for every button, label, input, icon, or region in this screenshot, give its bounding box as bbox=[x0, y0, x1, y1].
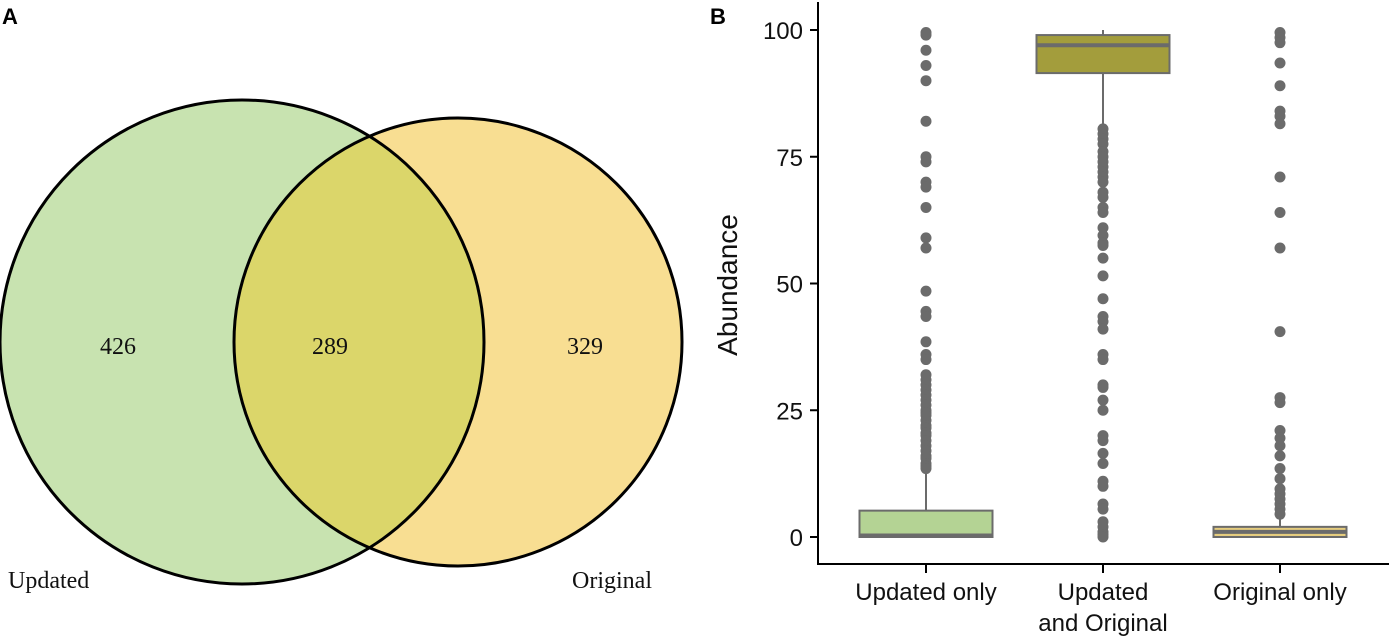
venn-count-updated-only: 426 bbox=[100, 334, 136, 360]
box-iqr bbox=[1035, 34, 1171, 75]
outlier-point bbox=[1274, 207, 1286, 219]
outlier-point bbox=[920, 201, 932, 213]
outlier-point bbox=[1274, 463, 1286, 475]
y-tick-label: 50 bbox=[776, 272, 803, 299]
outlier-point bbox=[1097, 435, 1109, 447]
outlier-point bbox=[920, 336, 932, 348]
venn-set-label-updated: Updated bbox=[8, 568, 89, 594]
outlier-point bbox=[1274, 37, 1286, 49]
outlier-point bbox=[1274, 242, 1286, 254]
panel-a-label: A bbox=[2, 4, 18, 29]
outlier-point bbox=[1097, 404, 1109, 416]
outlier-point bbox=[1097, 531, 1109, 543]
outlier-point bbox=[1097, 270, 1109, 282]
outlier-point bbox=[920, 463, 932, 475]
outlier-point bbox=[920, 232, 932, 244]
y-tick-label: 0 bbox=[790, 525, 803, 552]
box-updated-and-original bbox=[1035, 30, 1171, 543]
outlier-point bbox=[1274, 57, 1286, 69]
outlier-point bbox=[1097, 316, 1109, 328]
outlier-point bbox=[1097, 457, 1109, 469]
outlier-point bbox=[1274, 432, 1286, 444]
outlier-point bbox=[920, 310, 932, 322]
venn-overlap-region bbox=[234, 118, 484, 566]
outlier-point bbox=[1274, 508, 1286, 520]
venn-count-intersection: 289 bbox=[312, 334, 348, 360]
outlier-point bbox=[1097, 381, 1109, 393]
outlier-point bbox=[1274, 80, 1286, 92]
outlier-point bbox=[1274, 440, 1286, 452]
venn-count-original-only: 329 bbox=[567, 334, 603, 360]
outlier-point bbox=[1097, 222, 1109, 234]
outlier-point bbox=[1274, 473, 1286, 485]
outlier-point bbox=[1097, 503, 1109, 515]
box-series bbox=[858, 27, 1348, 543]
outlier-point bbox=[1097, 394, 1109, 406]
y-axis-title: Abundance bbox=[712, 214, 743, 356]
y-tick-label: 25 bbox=[776, 398, 803, 425]
outlier-point bbox=[920, 75, 932, 87]
box-updated-only bbox=[858, 27, 994, 538]
outlier-point bbox=[1274, 171, 1286, 183]
outlier-point bbox=[920, 354, 932, 366]
box-iqr bbox=[858, 509, 994, 538]
x-tick-label: Original only bbox=[1213, 579, 1346, 606]
outlier-point bbox=[1097, 447, 1109, 459]
venn-diagram: 426 289 329 Updated Original bbox=[0, 98, 684, 594]
outlier-point bbox=[1274, 110, 1286, 122]
y-axis-ticks: 0 25 50 75 100 bbox=[763, 18, 818, 552]
outlier-point bbox=[1274, 118, 1286, 130]
outlier-point bbox=[1097, 191, 1109, 203]
outlier-point bbox=[920, 242, 932, 254]
outlier-point bbox=[1097, 239, 1109, 251]
y-tick-label: 75 bbox=[776, 145, 803, 172]
panel-b-label: B bbox=[710, 4, 726, 29]
outlier-point bbox=[1274, 397, 1286, 409]
x-tick-label: Updated only bbox=[855, 579, 996, 606]
outlier-point bbox=[920, 115, 932, 127]
outlier-point bbox=[920, 59, 932, 71]
outlier-point bbox=[1274, 425, 1286, 437]
outlier-point bbox=[1097, 176, 1109, 188]
outlier-point bbox=[1097, 252, 1109, 264]
outlier-point bbox=[920, 29, 932, 41]
outlier-point bbox=[1097, 293, 1109, 305]
outlier-point bbox=[1274, 326, 1286, 338]
outlier-point bbox=[1097, 207, 1109, 219]
x-axis-ticks: Updated only Updated and Original Original … bbox=[855, 564, 1347, 637]
outlier-point bbox=[1097, 354, 1109, 366]
outlier-point bbox=[920, 44, 932, 56]
outlier-point bbox=[1097, 323, 1109, 335]
outlier-point bbox=[1274, 450, 1286, 462]
outlier-point bbox=[920, 285, 932, 297]
x-tick-label: and Original bbox=[1038, 610, 1167, 637]
y-tick-label: 100 bbox=[763, 18, 803, 45]
box-original-only bbox=[1212, 27, 1348, 538]
outlier-point bbox=[1097, 138, 1109, 150]
x-tick-label: Updated bbox=[1058, 579, 1149, 606]
outlier-point bbox=[920, 181, 932, 193]
venn-set-label-original: Original bbox=[572, 568, 652, 594]
outlier-point bbox=[1097, 480, 1109, 492]
outlier-point bbox=[1097, 229, 1109, 241]
outlier-point bbox=[920, 156, 932, 168]
